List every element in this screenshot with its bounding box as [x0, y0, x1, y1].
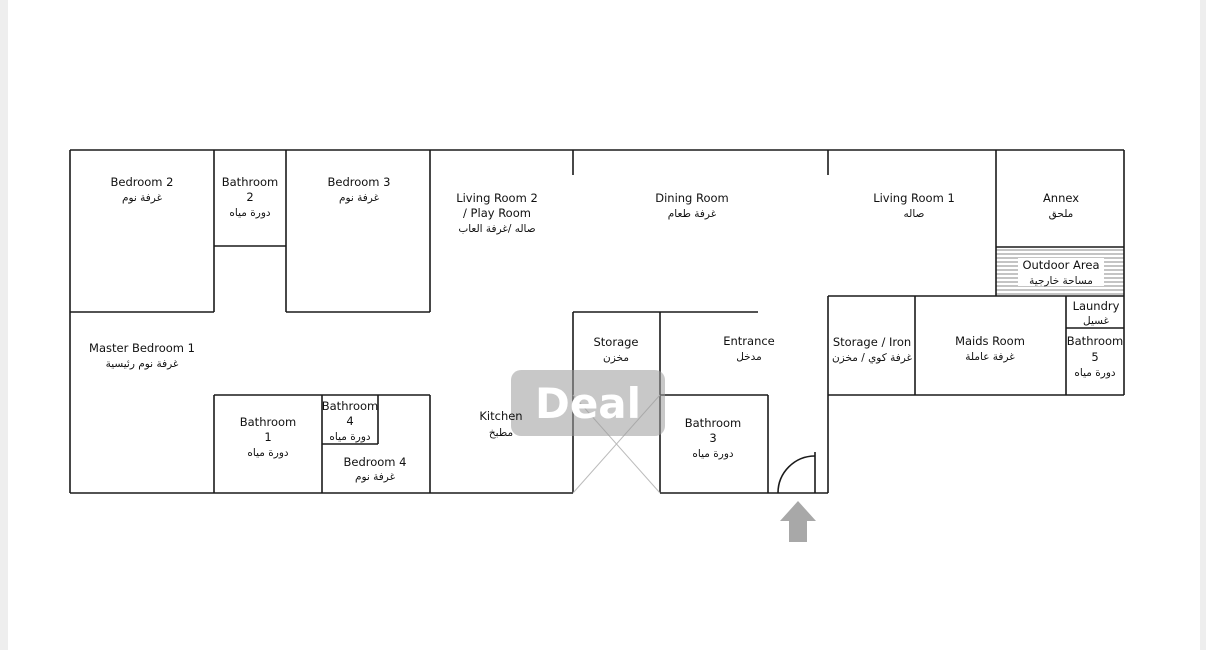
entrance-arrow-icon: [780, 501, 816, 542]
label-bathroom2: Bathroom: [222, 175, 278, 189]
label-bathroom5-num: 5: [1091, 350, 1098, 364]
label-living2-ar: صاله /غرفة العاب: [458, 223, 535, 235]
label-bedroom4: Bedroom 4: [344, 455, 407, 469]
label-living2-line2: / Play Room: [463, 206, 531, 220]
label-maids-ar: غرفة عاملة: [965, 351, 1015, 363]
label-living1: Living Room 1: [873, 191, 955, 205]
label-bathroom5: Bathroom: [1067, 334, 1123, 348]
label-living1-ar: صاله: [904, 208, 925, 220]
label-bedroom3-ar: غرفة نوم: [339, 192, 380, 204]
walls: [69, 149, 1125, 494]
label-kitchen: Kitchen: [479, 409, 522, 423]
label-annex-ar: ملحق: [1049, 208, 1074, 220]
label-bathroom1-num: 1: [264, 430, 271, 444]
label-bathroom3-num: 3: [709, 431, 716, 445]
label-storage-iron-ar: غرفة كوي / مخزن: [832, 352, 913, 364]
label-dining-ar: غرفة طعام: [668, 208, 717, 220]
label-bathroom2-ar: دورة مياه: [229, 207, 270, 219]
label-annex: Annex: [1043, 191, 1079, 205]
label-bathroom4-ar: دورة مياه: [329, 431, 370, 443]
label-kitchen-ar: مطبخ: [489, 427, 513, 439]
label-bathroom1: Bathroom: [240, 415, 296, 429]
label-laundry: Laundry: [1073, 299, 1120, 313]
label-master: Master Bedroom 1: [89, 341, 195, 355]
label-bathroom5-ar: دورة مياه: [1074, 367, 1115, 379]
label-outdoor: Outdoor Area: [1022, 258, 1099, 272]
label-bedroom3: Bedroom 3: [328, 175, 391, 189]
floor-plan: Deal Bedroom 2 غرفة نوم Bathroom 2 دورة …: [69, 149, 1125, 542]
label-bathroom3-ar: دورة مياه: [692, 448, 733, 460]
label-maids: Maids Room: [955, 334, 1025, 348]
label-bedroom2: Bedroom 2: [111, 175, 174, 189]
label-storage-ar: مخزن: [603, 352, 629, 364]
label-laundry-ar: غسيل: [1083, 315, 1109, 327]
label-bathroom2-num: 2: [246, 190, 253, 204]
label-dining: Dining Room: [655, 191, 729, 205]
label-bathroom1-ar: دورة مياه: [247, 447, 288, 459]
floor-plan-canvas: Deal Bedroom 2 غرفة نوم Bathroom 2 دورة …: [8, 0, 1200, 650]
label-bathroom4: Bathroom: [322, 399, 378, 413]
label-entrance-ar: مدخل: [736, 351, 762, 363]
label-storage-iron: Storage / Iron: [833, 335, 911, 349]
label-outdoor-ar: مساحة خارجية: [1029, 275, 1093, 287]
label-storage: Storage: [594, 335, 639, 349]
label-master-ar: غرفة نوم رئيسية: [106, 358, 179, 370]
svg-text:Deal: Deal: [535, 379, 641, 428]
label-bedroom2-ar: غرفة نوم: [122, 192, 163, 204]
label-bathroom4-num: 4: [346, 414, 353, 428]
label-entrance: Entrance: [723, 334, 775, 348]
watermark: Deal: [511, 370, 665, 436]
label-living2: Living Room 2: [456, 191, 538, 205]
label-bathroom3: Bathroom: [685, 416, 741, 430]
entrance-door: [777, 452, 816, 494]
label-bedroom4-ar: غرفة نوم: [355, 471, 396, 483]
